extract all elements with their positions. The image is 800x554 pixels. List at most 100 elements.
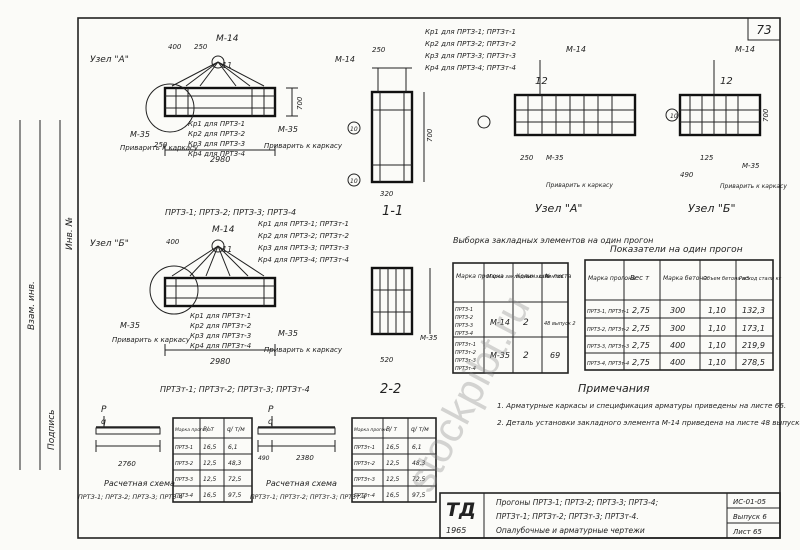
bottom-m35-right: М-35 <box>278 329 298 338</box>
embedded-beam-6: ПРТЗт-2 <box>455 350 476 356</box>
calc-scheme-left <box>95 416 161 452</box>
cl-r2-c3: 48,3 <box>228 460 242 467</box>
embedded-row2-mark: М-35 <box>490 351 510 360</box>
embedded-row1-mark: М-14 <box>490 318 510 327</box>
ind-r4-c4: 1,10 <box>708 358 726 367</box>
ind-r1-c3: 300 <box>670 306 685 315</box>
cl-r1-c1: ПРТЗ-1 <box>175 445 193 451</box>
cr-r1-c2: 16,5 <box>386 444 400 451</box>
side-stamp-3: Инв. № <box>65 217 75 250</box>
top-m35-left: М-35 <box>130 130 150 139</box>
cr-r4-c2: 16,5 <box>386 492 400 499</box>
ind-r3-c3: 400 <box>670 341 685 350</box>
indicators-h3: Марка бетона <box>663 275 707 282</box>
sec11-dim-250: 250 <box>372 46 386 54</box>
calc-left-h1: Марка прогона <box>175 427 211 433</box>
calc-left-h2: P/ т <box>203 426 215 433</box>
embedded-h2: Марка закладных элементов <box>487 274 564 280</box>
sheet-number: 73 <box>756 23 771 37</box>
side-stamp-2: Подпись <box>47 410 57 450</box>
cl-r3-c1: ПРТЗ-3 <box>175 477 193 483</box>
title-series: ИС-01-05 <box>733 498 767 506</box>
section-2-2-label: 2-2 <box>380 382 401 397</box>
node-b-title: Узел "Б" <box>688 202 736 215</box>
stamp-year: 1965 <box>446 526 466 535</box>
note-1: 1. Арматурные каркасы и спецификация арм… <box>497 401 786 410</box>
node-b-weld: Приварить к каркасу <box>720 183 787 190</box>
sec22-dim-520: 520 <box>380 356 394 364</box>
bottom-inner-mark-1: Кр1 для ПРТЗт-1 <box>190 312 251 320</box>
note-2: 2. Деталь установки закладного элемента … <box>497 418 800 427</box>
cl-r1-c3: 6,1 <box>228 444 238 451</box>
node-b-pos-12: 12 <box>720 76 733 87</box>
embedded-h1: Марка прогона <box>456 273 504 280</box>
top-dim-2980: 2980 <box>210 155 230 164</box>
top-m14-label: М-14 <box>216 34 239 44</box>
cr-r2-c1: ПРТЗт-2 <box>354 461 375 467</box>
node-b-dim-700: 700 <box>762 108 770 122</box>
indicators-h1: Марка прогона <box>588 275 636 282</box>
cl-r4-c1: ПРТЗ-4 <box>175 493 193 499</box>
indicators-h5: Расход стали кг <box>739 276 782 282</box>
sec11-dim-320: 320 <box>380 190 394 198</box>
ind-r1-c1: ПРТЗ-1, ПРТЗт-1 <box>587 309 629 315</box>
sec22-m35: М-35 <box>420 334 438 342</box>
indicators-rows: ПРТЗ-1, ПРТЗт-1 2,75 300 1,10 132,3 ПРТЗ… <box>587 306 765 367</box>
calc-left-span: 2760 <box>118 460 136 468</box>
top-dim-400: 400 <box>168 43 182 51</box>
node-a-title: Узел "А" <box>535 202 583 215</box>
calc-left-table <box>172 417 253 503</box>
cr-r2-c2: 12,5 <box>386 460 400 467</box>
ind-r4-c5: 278,5 <box>742 358 765 367</box>
calc-left-h3: q/ т/м <box>227 426 245 433</box>
sheet-frame <box>77 17 781 539</box>
notes-title: Примечания <box>578 382 650 395</box>
indicators-table <box>584 259 774 371</box>
calc-left-scheme: Расчетная схема <box>104 479 175 488</box>
cr-r3-c2: 12,5 <box>386 476 400 483</box>
embedded-beam-4: ПРТЗ-4 <box>455 331 473 337</box>
bottom-mark-2: Кр2 для ПРТЗ-2; ПРТЗт-2 <box>258 232 350 240</box>
embedded-h4: № листа <box>544 273 572 280</box>
calc-right-caption: ПРТЗт-1; ПРТЗт-2; ПРТЗт-3; ПРТЗт-4 <box>250 494 366 501</box>
top-mark-2: Кр2 для ПРТЗ-2; ПРТЗт-2 <box>425 40 517 48</box>
ind-r4-c1: ПРТЗ-4, ПРТЗт-4 <box>587 361 629 367</box>
top-pos-11: 11 <box>222 61 232 70</box>
top-inner-mark-4: Кр4 для ПРТЗ-4 <box>188 150 245 158</box>
title-issue: Выпуск 6 <box>733 513 767 521</box>
top-inner-marks: Кр1 для ПРТЗ-1 Кр2 для ПРТЗ-2 Кр3 для ПР… <box>188 120 246 158</box>
side-stamp-1: Взам. инв. <box>27 281 37 330</box>
cl-r4-c3: 97,5 <box>228 492 242 499</box>
bottom-mark-1: Кр1 для ПРТЗ-1; ПРТЗт-1 <box>258 220 349 228</box>
cl-r3-c2: 12,5 <box>203 476 217 483</box>
node-b-m14: М-14 <box>735 45 755 54</box>
bottom-mark-3: Кр3 для ПРТЗ-3; ПРТЗт-3 <box>258 244 349 252</box>
calc-right-h2: P/ т <box>386 426 398 433</box>
bottom-caption: ПРТЗт-1; ПРТЗт-2; ПРТЗт-3; ПРТЗт-4 <box>160 385 310 394</box>
top-inner-mark-3: Кр3 для ПРТЗ-3 <box>188 140 245 148</box>
cl-r2-c1: ПРТЗ-2 <box>175 461 193 467</box>
calc-left-caption: ПРТЗ-1; ПРТЗ-2; ПРТЗ-3; ПРТЗ-4 <box>78 493 183 501</box>
bottom-inner-mark-2: Кр2 для ПРТЗт-2 <box>190 322 252 330</box>
ind-r3-c1: ПРТЗ-3, ПРТЗт-3 <box>587 344 629 350</box>
title-line-1: Прогоны ПРТЗ-1; ПРТЗ-2; ПРТЗ-3; ПРТЗ-4; <box>496 498 658 507</box>
calc-right-table <box>351 417 437 503</box>
embedded-row1-sheet: 48 выпуск 2 <box>544 321 576 327</box>
ind-r2-c5: 173,1 <box>742 324 765 333</box>
node-a-m14: М-14 <box>566 45 586 54</box>
cr-r1-c3: 6,1 <box>412 444 422 451</box>
ind-r2-c1: ПРТЗ-2, ПРТЗт-2 <box>587 327 629 333</box>
side-stamp: Взам. инв. Подпись Инв. № <box>19 120 75 470</box>
calc-right-scheme: Расчетная схема <box>266 479 337 488</box>
calc-right-h3: q/ т/м <box>411 426 429 433</box>
cl-r3-c3: 72,5 <box>228 476 242 483</box>
embedded-row1-qty: 2 <box>523 318 529 328</box>
section-1-1-label: 1-1 <box>382 204 403 219</box>
sheet-number-box <box>747 17 781 41</box>
embedded-beam-list: ПРТЗ-1 ПРТЗ-2 ПРТЗ-3 ПРТЗ-4 ПРТЗт-1 ПРТЗ… <box>455 307 476 372</box>
bottom-node-b-label: Узел "Б" <box>90 239 129 249</box>
ind-r4-c2: 2,75 <box>632 358 650 367</box>
top-mark-1: Кр1 для ПРТЗ-1; ПРТЗт-1 <box>425 28 516 36</box>
top-beam-elevation <box>145 55 298 156</box>
embedded-row2-sheet: 69 <box>550 351 560 360</box>
